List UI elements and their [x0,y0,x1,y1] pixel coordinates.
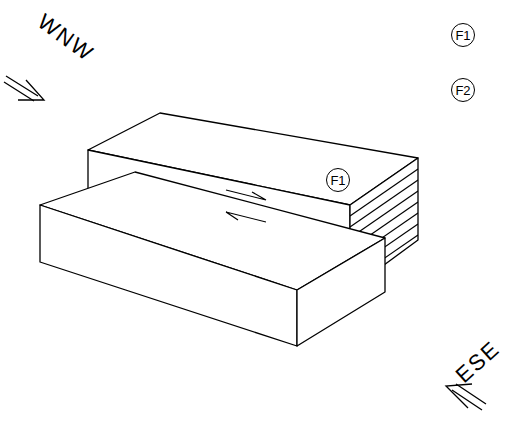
callout-circle: F1 [326,168,350,192]
front-block-end [297,238,385,346]
direction-label: WNW [33,9,100,67]
callout-circle: F2 [451,78,475,102]
compression-arrow [446,384,486,410]
shear-arrows [226,190,266,222]
callout-text: F1 [330,173,345,188]
callout-text: F2 [455,83,470,98]
callout-text: F1 [455,28,470,43]
compression-arrow [4,76,44,101]
front-block-front [40,205,297,346]
direction-label: ESE [451,336,506,389]
callout-circle: F1 [451,23,475,47]
